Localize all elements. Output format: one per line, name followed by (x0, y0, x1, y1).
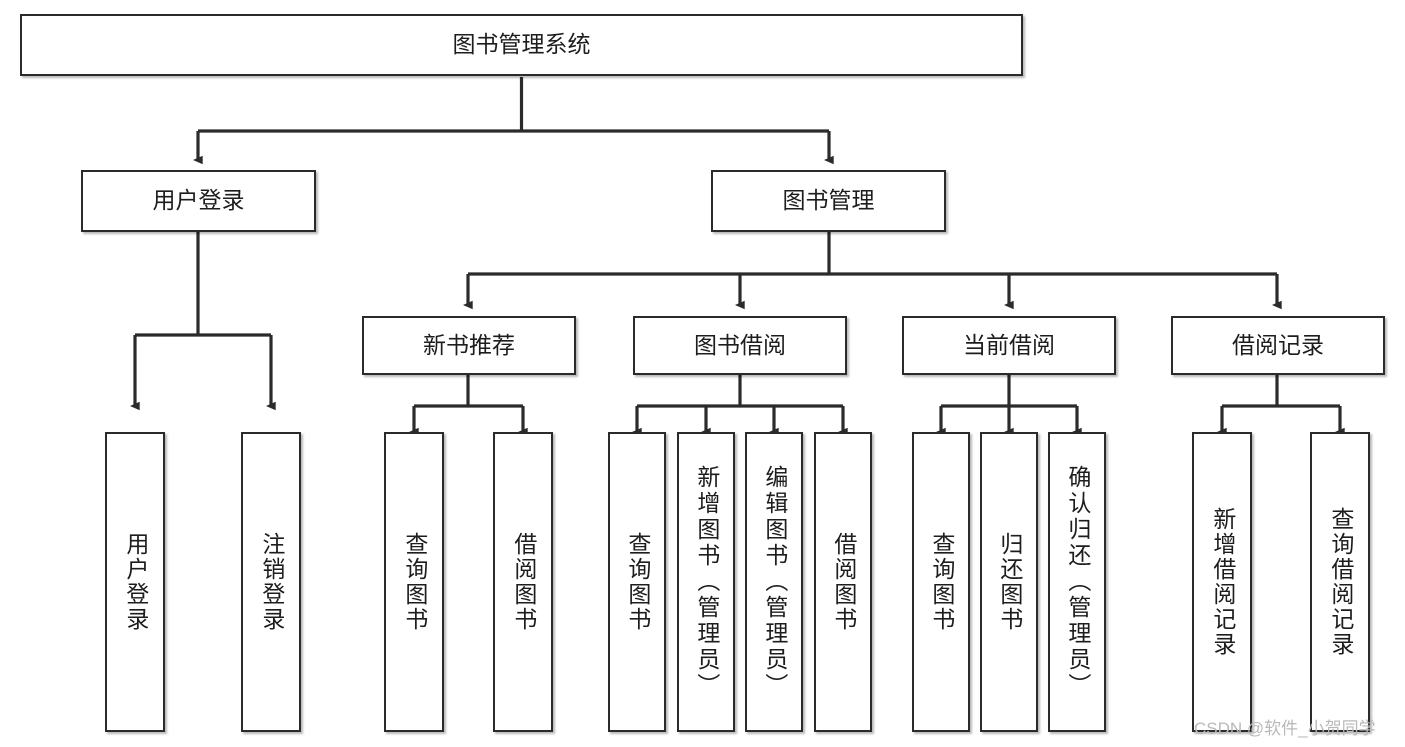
node-new-book-recommend[interactable]: 新书推荐 (362, 316, 576, 375)
leaf-user-login-signin-label: 用户登录 (122, 532, 149, 632)
leaf-current-borrow-query-label: 查询图书 (928, 532, 955, 632)
leaf-book-borrow-add-label: 新增图书（管理员） (693, 465, 720, 699)
watermark: CSDN @软件_小贺同学 (1194, 719, 1376, 738)
leaf-current-borrow-return-label: 归还图书 (996, 532, 1023, 632)
leaf-book-borrow-lend[interactable]: 借阅图书 (814, 432, 872, 732)
leaf-user-login-signout[interactable]: 注销登录 (241, 432, 301, 732)
leaf-book-borrow-edit[interactable]: 编辑图书（管理员） (745, 432, 803, 732)
node-root-label: 图书管理系统 (452, 31, 591, 58)
leaf-new-book-borrow[interactable]: 借阅图书 (493, 432, 553, 732)
leaf-current-borrow-query[interactable]: 查询图书 (912, 432, 970, 732)
node-current-borrow-label: 当前借阅 (963, 331, 1055, 358)
leaf-new-book-query-label: 查询图书 (401, 532, 428, 632)
node-user-login-label: 用户登录 (152, 187, 245, 214)
node-current-borrow[interactable]: 当前借阅 (902, 316, 1116, 375)
node-book-manage[interactable]: 图书管理 (711, 170, 946, 232)
node-root[interactable]: 图书管理系统 (20, 14, 1023, 76)
leaf-user-login-signout-label: 注销登录 (258, 532, 285, 632)
leaf-current-borrow-confirm[interactable]: 确认归还（管理员） (1048, 432, 1106, 732)
node-user-login[interactable]: 用户登录 (81, 170, 316, 232)
leaf-book-borrow-add[interactable]: 新增图书（管理员） (677, 432, 735, 732)
leaf-current-borrow-confirm-label: 确认归还（管理员） (1064, 465, 1091, 699)
leaf-borrow-record-add-label: 新增借阅记录 (1209, 507, 1236, 657)
node-book-borrow[interactable]: 图书借阅 (633, 316, 847, 375)
node-borrow-record[interactable]: 借阅记录 (1171, 316, 1385, 375)
leaf-borrow-record-query-label: 查询借阅记录 (1327, 507, 1354, 657)
leaf-book-borrow-query-label: 查询图书 (624, 532, 651, 632)
node-book-borrow-label: 图书借阅 (694, 331, 786, 358)
node-borrow-record-label: 借阅记录 (1232, 331, 1324, 358)
node-book-manage-label: 图书管理 (782, 187, 875, 214)
leaf-new-book-query[interactable]: 查询图书 (384, 432, 444, 732)
leaf-user-login-signin[interactable]: 用户登录 (105, 432, 165, 732)
leaf-borrow-record-query[interactable]: 查询借阅记录 (1310, 432, 1370, 732)
leaf-book-borrow-edit-label: 编辑图书（管理员） (761, 465, 788, 699)
leaf-book-borrow-query[interactable]: 查询图书 (608, 432, 666, 732)
node-new-book-recommend-label: 新书推荐 (423, 331, 515, 358)
leaf-borrow-record-add[interactable]: 新增借阅记录 (1192, 432, 1252, 732)
leaf-new-book-borrow-label: 借阅图书 (510, 532, 537, 632)
leaf-current-borrow-return[interactable]: 归还图书 (980, 432, 1038, 732)
leaf-book-borrow-lend-label: 借阅图书 (830, 532, 857, 632)
